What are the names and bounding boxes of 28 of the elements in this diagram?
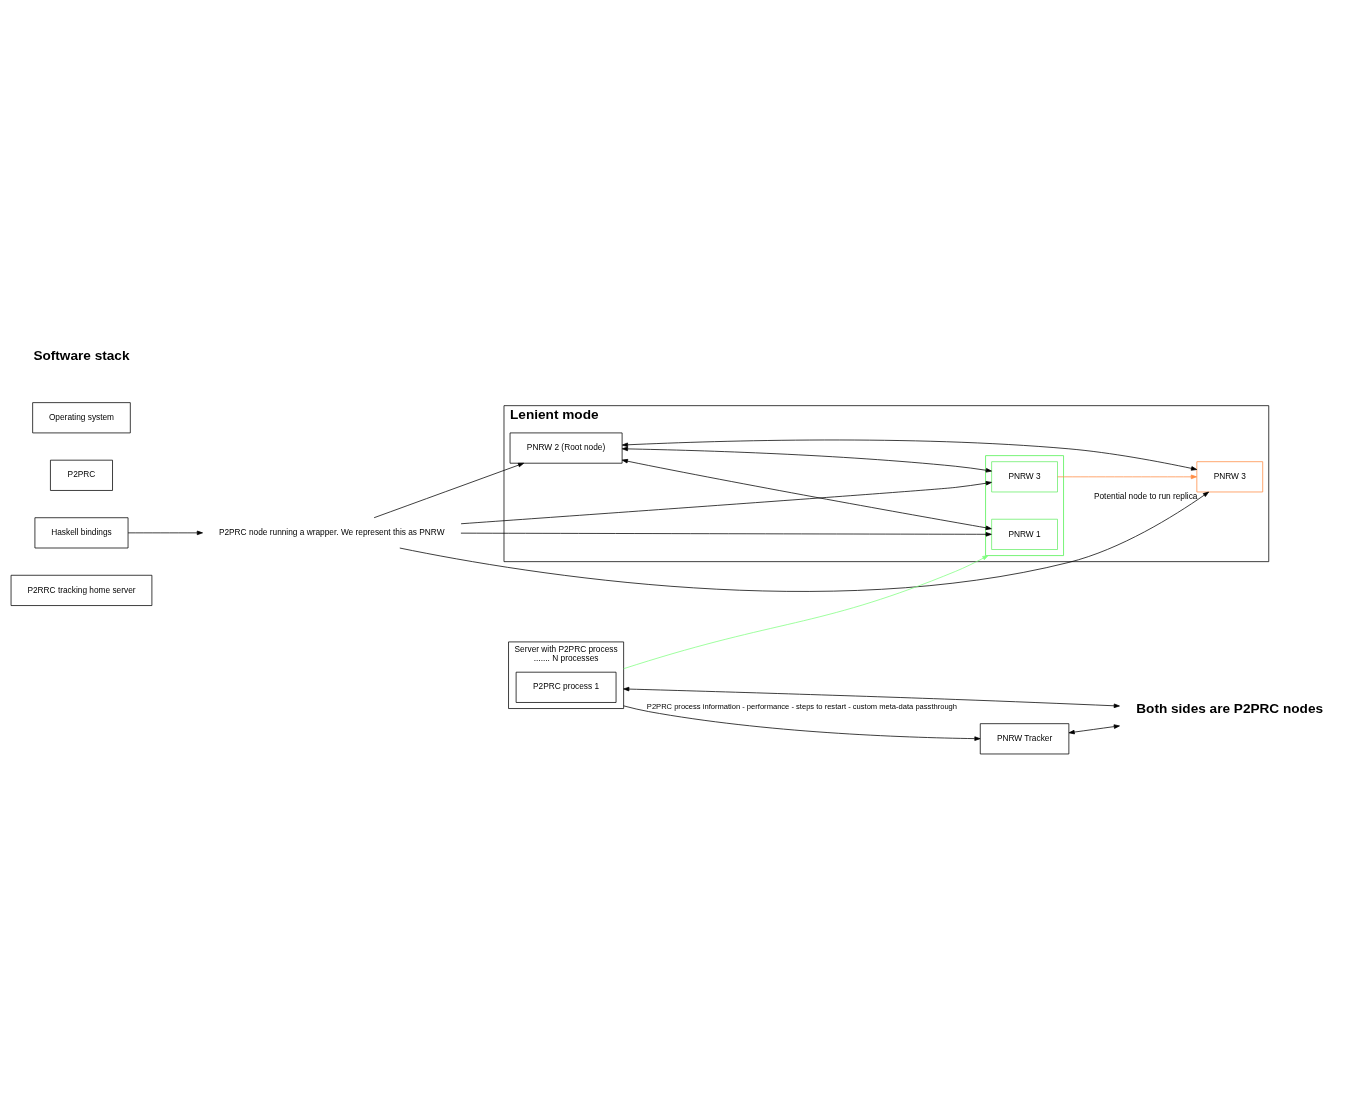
node-text: P2PRC node running a wrapper. We represent this as PNRW <box>218 526 445 537</box>
node-box: P2RRC tracking home server <box>10 574 153 606</box>
node-box: P2PRC process 1 <box>515 671 617 703</box>
node-box: PNRW 3 <box>1196 461 1264 493</box>
arrow <box>373 462 525 519</box>
edge-label: P2PRC process information - performance - steps to restart - custom meta-data passthrough <box>646 702 958 712</box>
node-label: Potential node to run replica <box>1093 490 1198 501</box>
arrow <box>621 439 1198 471</box>
node-box: P2PRC <box>50 459 113 491</box>
arrow <box>460 481 992 525</box>
arrow <box>1057 474 1197 480</box>
arrow <box>623 686 1120 708</box>
arrow <box>621 446 992 473</box>
node-text: Both sides are P2PRC nodes <box>1136 701 1324 717</box>
node-box: Haskell bindings <box>34 517 129 549</box>
node-box: PNRW 3 <box>991 461 1058 493</box>
node-box: Operating system <box>32 402 131 434</box>
arrow <box>621 458 992 531</box>
arrow <box>623 705 981 741</box>
arrow <box>623 555 989 670</box>
node-box: PNRW 1 <box>991 518 1058 550</box>
node-box: PNRW Tracker <box>979 723 1070 755</box>
arrow <box>127 530 203 536</box>
arrow <box>399 491 1209 592</box>
arrow <box>1068 724 1120 735</box>
label: Software stack <box>33 347 130 363</box>
node-box: PNRW 2 (Root node) <box>509 432 623 464</box>
arrow <box>460 532 992 537</box>
